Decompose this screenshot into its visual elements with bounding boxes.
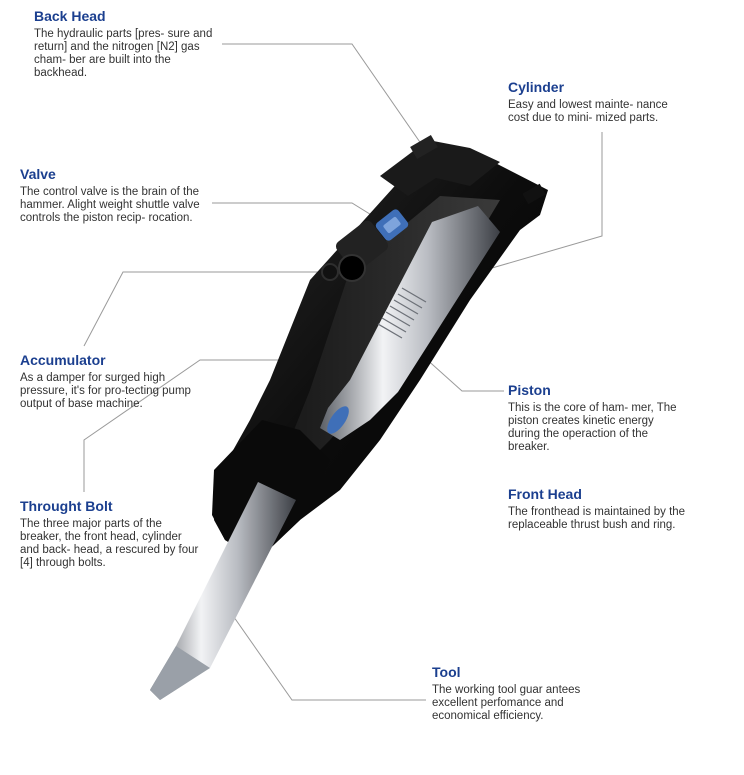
back-head-text: The hydraulic parts [pres- sure and retu… [34, 28, 213, 79]
piston-text: This is the core of ham- mer, The piston… [508, 402, 677, 453]
leader-cylinder [491, 132, 603, 269]
accumulator-text: As a damper for surged high pressure, it… [20, 372, 191, 410]
callout-tool: Tool The working tool guar antees excell… [432, 664, 597, 723]
callout-piston: Piston This is the core of ham- mer, The… [508, 382, 688, 454]
front-head-title: Front Head [508, 486, 582, 502]
callout-back-head: Back Head The hydraulic parts [pres- sur… [34, 8, 224, 80]
leader-accumulator [83, 271, 326, 347]
valve-title: Valve [20, 166, 56, 182]
valve-text: The control valve is the brain of the ha… [20, 186, 200, 224]
callout-accumulator: Accumulator As a damper for surged high … [20, 352, 210, 411]
leader-throught-bolt [83, 359, 294, 492]
tool-title: Tool [432, 664, 461, 680]
cylinder-text: Easy and lowest mainte- nance cost due t… [508, 99, 668, 124]
callout-cylinder: Cylinder Easy and lowest mainte- nance c… [508, 79, 683, 125]
leader-back-head [222, 43, 425, 149]
back-head-title: Back Head [34, 8, 106, 24]
throught-bolt-title: Throught Bolt [20, 498, 113, 514]
piston [320, 206, 500, 440]
accumulator-title: Accumulator [20, 352, 106, 368]
callout-front-head: Front Head The fronthead is maintained b… [508, 486, 708, 532]
callout-throught-bolt: Throught Bolt The three major parts of t… [20, 498, 200, 570]
tool-chisel [150, 482, 296, 700]
leader-tool [221, 599, 426, 701]
front-head-text: The fronthead is maintained by the repla… [508, 506, 686, 531]
leader-lines [83, 43, 603, 701]
cylinder-title: Cylinder [508, 79, 565, 95]
leader-valve [212, 202, 387, 225]
piston-title: Piston [508, 382, 551, 398]
tool-text: The working tool guar antees excellent p… [432, 684, 581, 722]
piston-thread [377, 287, 427, 339]
callout-valve: Valve The control valve is the brain of … [20, 166, 212, 225]
throught-bolt-text: The three major parts of the breaker, th… [20, 518, 199, 569]
